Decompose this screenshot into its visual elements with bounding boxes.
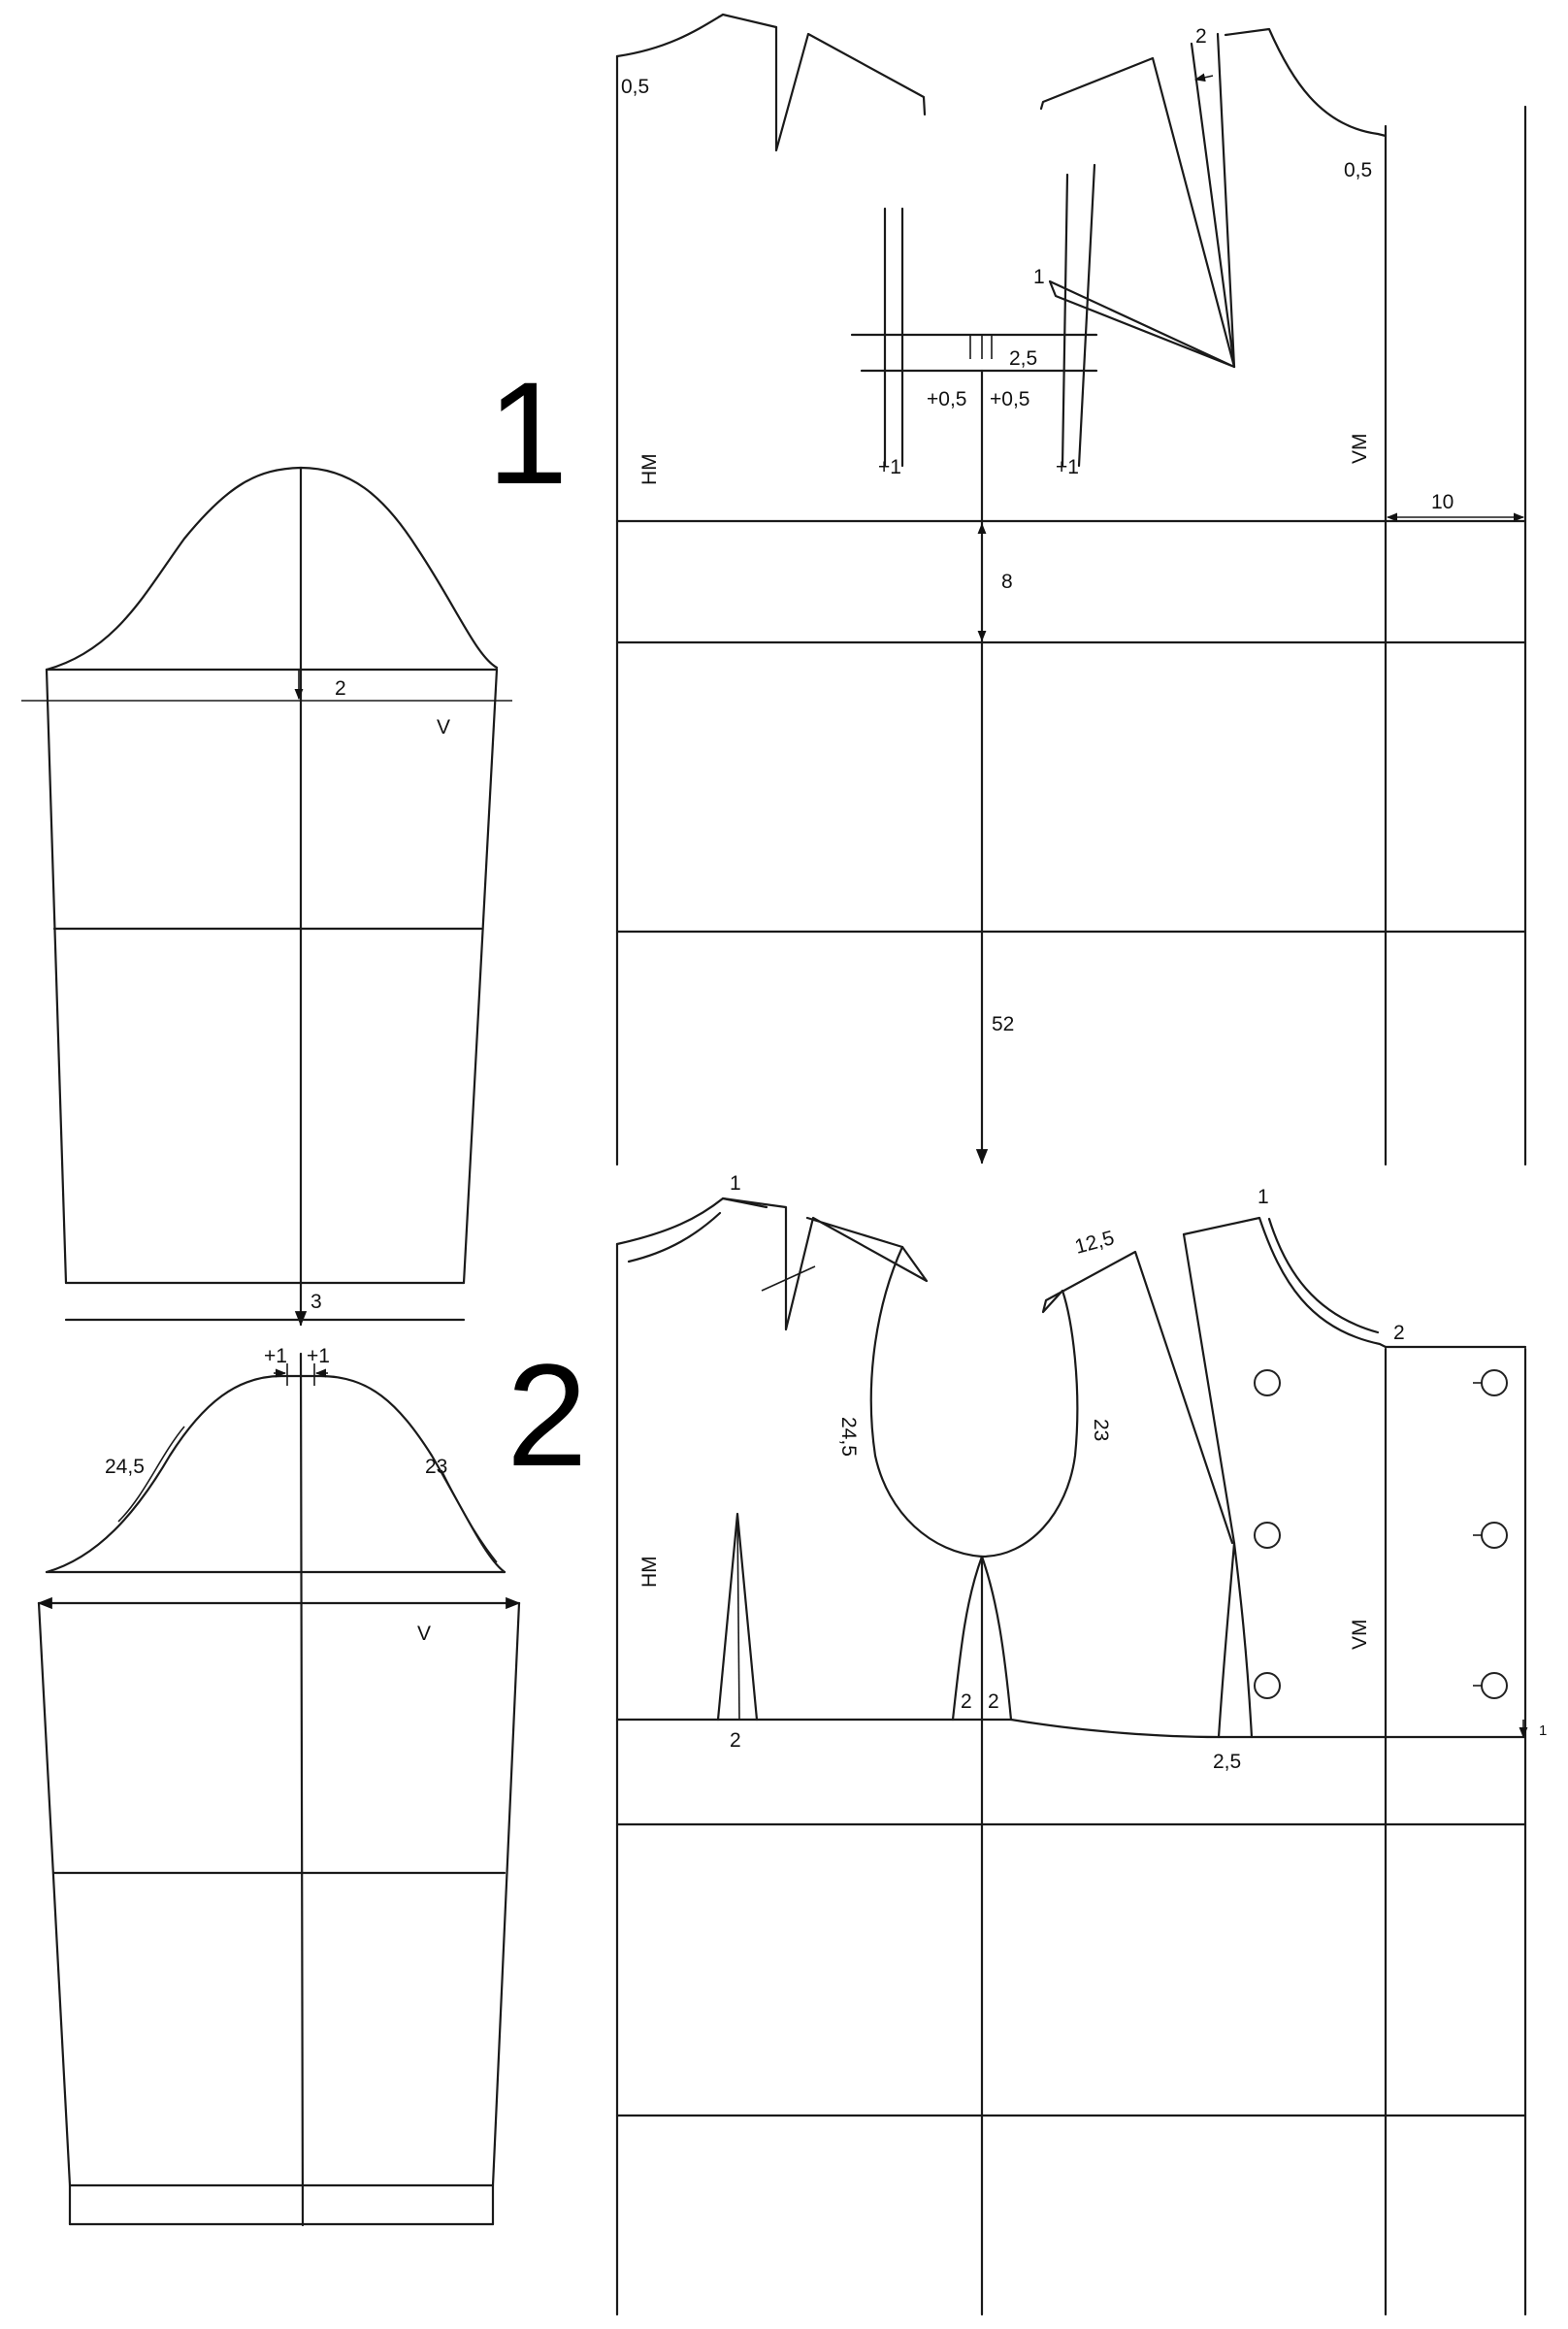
sleeve2-armhole-label: V (417, 1623, 431, 1645)
bodice1-back-center-label: HM (638, 453, 661, 485)
sleeve1-right-seam (462, 668, 499, 1285)
bodice2-side-left-label: 2 (961, 1690, 972, 1713)
bodice2-side-right-label: 2 (988, 1690, 999, 1713)
bodice2-buttonhole-1 (1481, 1369, 1508, 1396)
bodice2-back-dart-label: 2 (730, 1729, 741, 1752)
bodice2-front-armhole-label: 23 (1090, 1419, 1112, 1441)
sleeve2-back-cap-label: 24,5 (105, 1456, 145, 1478)
bodice1-front-neck (1224, 27, 1388, 138)
sleeve2-shift-right-label: +1 (307, 1345, 330, 1367)
bodice2-front-shoulder (1182, 1216, 1388, 1349)
sleeve-step2: +1 +1 24,5 23 V (37, 1345, 521, 2227)
bodice1-shoulder-arrow (1193, 73, 1214, 82)
bodice2-front-dart-label: 2,5 (1213, 1751, 1241, 1773)
sleeve1-cap-curve (45, 466, 499, 672)
bodice2-back-center-label: HM (638, 1556, 661, 1588)
bodice2-hem-drop-label: 1 (1539, 1722, 1547, 1739)
bodice2-button-3 (1254, 1672, 1281, 1699)
bodice1-yoke-depth-label: 8 (1001, 571, 1013, 593)
bodice1-front-dart-leg (1190, 32, 1236, 369)
bodice1-length-label: 52 (992, 1013, 1014, 1035)
bodice1-back-shoulder-dart (774, 25, 927, 152)
bodice2-back-neck-inner (627, 1211, 722, 1263)
bodice2-front-neck-inner (1267, 1217, 1380, 1334)
bodice1-armhole-front-2 (1077, 163, 1096, 468)
bodice1-front-neck-label: 0,5 (1344, 159, 1372, 181)
bodice1-armhole-right-label: +1 (1056, 456, 1079, 478)
bodice1-armhole-left-label: +1 (878, 456, 901, 478)
bodice2-front-dart (1217, 1541, 1254, 1739)
bodice1-back-neck (615, 13, 778, 58)
bodice1-dart-shift-left: +0,5 (927, 388, 966, 410)
bodice2-back-shoulder-label: 1 (730, 1172, 741, 1195)
bodice2-buttonhole-3 (1481, 1672, 1508, 1699)
sleeve-step1: 2 V 3 (21, 466, 512, 1327)
bodice2-front-dart-line (1182, 1232, 1236, 1545)
bodice2-button-1 (1254, 1369, 1281, 1396)
bodice2-back-dart-cross (761, 1265, 816, 1292)
bodice1-dart-width-label: 2,5 (1009, 347, 1037, 370)
sleeve1-cap-depth-label: 2 (335, 677, 346, 700)
bodice1-dart-point-label: 1 (1033, 266, 1045, 288)
bodice1-dart-rotation (1048, 279, 1236, 369)
bodice2-neck-extension-label: 2 (1393, 1322, 1405, 1344)
bodice2-waist-line (615, 1718, 1527, 1739)
bodice2-back-armhole-label: 24,5 (837, 1417, 860, 1457)
bodice2-front-center-label: VM (1349, 1620, 1371, 1651)
bodice1-back-neck-label: 0,5 (621, 76, 649, 98)
bodice1-front-center-label: VM (1349, 434, 1371, 465)
bodice2-back-neck (615, 1197, 768, 1246)
bodice-step2: 1 1 12,5 24,5 23 2 2 2 2 2,5 1 HM VM (615, 1172, 1547, 2316)
bodice2-front-shoulder-label: 1 (1258, 1186, 1269, 1208)
sleeve2-center-line (299, 1352, 305, 2227)
sleeve1-hem-label: 3 (310, 1291, 322, 1313)
sleeve2-right-seam (491, 1601, 521, 2187)
bodice1-shoulder-label: 2 (1195, 25, 1207, 48)
sleeve2-left-seam (37, 1601, 72, 2187)
bodice2-buttonhole-2 (1481, 1522, 1508, 1549)
bodice2-armhole-curve (869, 1245, 1234, 1558)
bodice2-back-dart-center (736, 1513, 740, 1721)
bodice1-dart-shift-right: +0,5 (990, 388, 1029, 410)
bodice1-armhole-front-1 (1061, 173, 1069, 468)
bodice1-front-shoulder (1039, 56, 1236, 369)
bodice1-extension-label: 10 (1431, 491, 1454, 513)
sleeve2-shift-left-label: +1 (264, 1345, 287, 1367)
bodice-step1: 0,5 0,5 2 1 2,5 +0,5 +0,5 +1 +1 10 8 52 … (615, 13, 1527, 1166)
bodice2-button-2 (1254, 1522, 1281, 1549)
figure-number-1: 1 (487, 351, 568, 514)
sleeve1-armhole-label: V (437, 716, 450, 738)
sleeve2-front-cap-label: 23 (425, 1456, 447, 1478)
figure-number-2: 2 (506, 1333, 587, 1496)
sleeve2-cap-curve-inner (117, 1426, 498, 1563)
bodice2-shoulder-length-label: 12,5 (1072, 1227, 1116, 1259)
sleeve1-left-seam (45, 668, 68, 1285)
